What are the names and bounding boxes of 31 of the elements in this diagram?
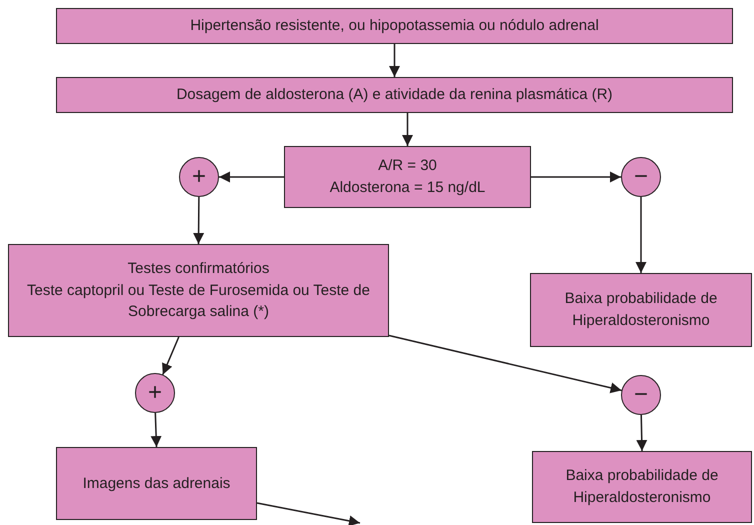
arrow [193, 197, 204, 244]
box-text: A/R = 30 [378, 156, 437, 176]
box-text: Dosagem de aldosterona (A) e atividade da renina plasmática (R) [176, 85, 613, 106]
box-text: Aldosterona = 15 ng/dL [330, 178, 486, 198]
arrow [256, 502, 360, 525]
arrow [531, 172, 621, 182]
arrow [388, 334, 622, 394]
arrow [219, 172, 284, 182]
sign-symbol: − [634, 380, 648, 410]
sign-symbol: + [192, 162, 206, 192]
result-box [530, 273, 752, 347]
arrow [636, 197, 646, 273]
sign-symbol: + [148, 378, 162, 408]
arrow [150, 412, 162, 448]
box-text: Baixa probabilidade de Hiperaldosteronismo [564, 466, 720, 508]
box-text: Testes confirmatórios [128, 258, 270, 279]
arrow [389, 44, 400, 77]
arrow [402, 113, 413, 146]
box-text: Teste captopril ou Teste de Furosemida ou Teste de Sobrecarga salina (*) [26, 280, 371, 322]
box-text: Baixa probabilidade de Hiperaldosteronismo [564, 289, 718, 331]
arrow [162, 336, 180, 375]
process-box [8, 244, 389, 337]
process-box [56, 77, 733, 113]
box-text: Hipertensão resistente, ou hipopotassemia ou nódulo adrenal [190, 16, 599, 36]
sign-symbol: − [634, 162, 648, 192]
result-box [532, 451, 752, 523]
arrow [636, 414, 648, 452]
process-box [56, 8, 733, 44]
box-text: Imagens das adrenais [82, 474, 230, 494]
process-box [56, 447, 257, 520]
criteria-box [284, 146, 531, 208]
